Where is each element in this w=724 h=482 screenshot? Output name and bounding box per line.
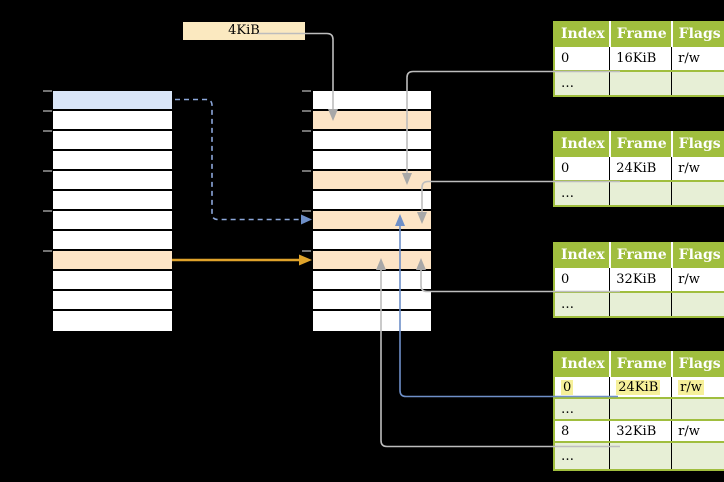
virtual-page-row-6 xyxy=(53,211,172,231)
physical-frame-row-6 xyxy=(313,211,431,231)
virtual-page-row-4 xyxy=(53,171,172,191)
physical-memory-column xyxy=(313,91,431,331)
page-table-1-header: Index Frame Flags xyxy=(554,22,724,46)
cell-frame: 32KiB xyxy=(609,266,672,292)
table-row-ellipsis: … xyxy=(554,291,724,317)
cell-index: … xyxy=(554,180,610,206)
virtual-page-row-5 xyxy=(53,191,172,211)
cell-index: … xyxy=(554,70,610,96)
cell-index: 8 xyxy=(554,419,610,442)
page-table-3: Index Frame Flags 0 32KiB r/w … xyxy=(553,242,724,318)
col-header-frame: Frame xyxy=(608,243,672,267)
table-row: 0 16KiB r/w xyxy=(554,45,724,71)
table-row-ellipsis: … xyxy=(554,441,724,470)
cell-index: … xyxy=(554,291,610,317)
cell-index: 0 xyxy=(554,155,610,181)
highlighted-value: 24KiB xyxy=(616,379,661,395)
physical-frame-row-11 xyxy=(313,311,431,331)
cell-flags: r/w xyxy=(671,155,724,181)
cell-index: … xyxy=(554,441,610,470)
cell-index: … xyxy=(554,397,610,420)
col-header-frame: Frame xyxy=(608,132,672,156)
virtual-page-row-7 xyxy=(53,231,172,251)
virtual-page-row-10 xyxy=(53,291,172,311)
page-table-4-header: Index Frame Flags xyxy=(554,352,724,376)
virtual-page-row-8 xyxy=(53,251,172,271)
page-table-3-header: Index Frame Flags xyxy=(554,243,724,267)
cell-frame: 24KiB xyxy=(609,155,672,181)
cell-flags xyxy=(671,441,724,470)
cell-frame xyxy=(609,291,672,317)
cell-frame: 16KiB xyxy=(609,45,672,71)
cell-frame xyxy=(609,180,672,206)
highlighted-value: r/w xyxy=(678,379,704,395)
table-row: 0 32KiB r/w xyxy=(554,266,724,292)
cell-flags: r/w xyxy=(671,45,724,71)
col-header-index: Index xyxy=(554,243,610,267)
cell-flags: r/w xyxy=(671,266,724,292)
physical-frame-row-2 xyxy=(313,131,431,151)
virtual-page-row-1 xyxy=(53,111,172,131)
table-row-ellipsis: … xyxy=(554,397,724,420)
physical-address-ticks xyxy=(302,90,311,252)
virtual-page-row-0 xyxy=(53,91,172,111)
col-header-flags: Flags xyxy=(670,132,724,156)
col-header-frame: Frame xyxy=(608,22,672,46)
physical-frame-row-4 xyxy=(313,171,431,191)
page-size-label-text: 4KiB xyxy=(228,23,260,38)
arrow-virtual-orange-page-to-frame-32kib xyxy=(172,254,312,266)
physical-frame-row-8 xyxy=(313,251,431,271)
cell-index: 0 xyxy=(554,375,610,398)
virtual-memory-column xyxy=(53,91,172,331)
cell-frame: 32KiB xyxy=(609,419,672,442)
col-header-index: Index xyxy=(554,352,610,376)
virtual-page-row-9 xyxy=(53,271,172,291)
col-header-frame: Frame xyxy=(608,352,672,376)
cell-flags: r/w xyxy=(671,375,724,398)
cell-frame xyxy=(609,441,672,470)
col-header-flags: Flags xyxy=(670,22,724,46)
table-row-ellipsis: … xyxy=(554,180,724,206)
col-header-index: Index xyxy=(554,22,610,46)
physical-frame-row-7 xyxy=(313,231,431,251)
table-row-ellipsis: … xyxy=(554,70,724,96)
cell-frame: 24KiB xyxy=(609,375,672,398)
virtual-page-row-2 xyxy=(53,131,172,151)
table-row: 0 24KiB r/w xyxy=(554,155,724,181)
page-table-2: Index Frame Flags 0 24KiB r/w … xyxy=(553,131,724,207)
cell-index: 0 xyxy=(554,45,610,71)
arrow-virtual-blue-page-to-frame-24kib xyxy=(175,98,312,225)
physical-frame-row-1 xyxy=(313,111,431,131)
physical-frame-row-10 xyxy=(313,291,431,311)
cell-flags xyxy=(671,397,724,420)
physical-frame-row-9 xyxy=(313,271,431,291)
physical-frame-row-5 xyxy=(313,191,431,211)
cell-index: 0 xyxy=(554,266,610,292)
physical-frame-row-3 xyxy=(313,151,431,171)
page-table-4: Index Frame Flags 0 24KiB r/w … 8 32KiB … xyxy=(553,351,724,471)
highlighted-value: 0 xyxy=(561,379,574,395)
virtual-address-ticks xyxy=(43,90,52,252)
page-table-2-header: Index Frame Flags xyxy=(554,132,724,156)
page-size-label: 4KiB xyxy=(183,22,305,40)
cell-flags xyxy=(671,291,724,317)
table-row-highlighted: 0 24KiB r/w xyxy=(554,375,724,398)
physical-frame-row-0 xyxy=(313,91,431,111)
table-row: 8 32KiB r/w xyxy=(554,419,724,442)
cell-frame xyxy=(609,70,672,96)
virtual-page-row-3 xyxy=(53,151,172,171)
col-header-index: Index xyxy=(554,132,610,156)
virtual-page-row-11 xyxy=(53,311,172,331)
cell-flags xyxy=(671,70,724,96)
cell-flags: r/w xyxy=(671,419,724,442)
cell-flags xyxy=(671,180,724,206)
page-table-1: Index Frame Flags 0 16KiB r/w … xyxy=(553,21,724,97)
col-header-flags: Flags xyxy=(670,352,724,376)
col-header-flags: Flags xyxy=(670,243,724,267)
cell-frame xyxy=(609,397,672,420)
